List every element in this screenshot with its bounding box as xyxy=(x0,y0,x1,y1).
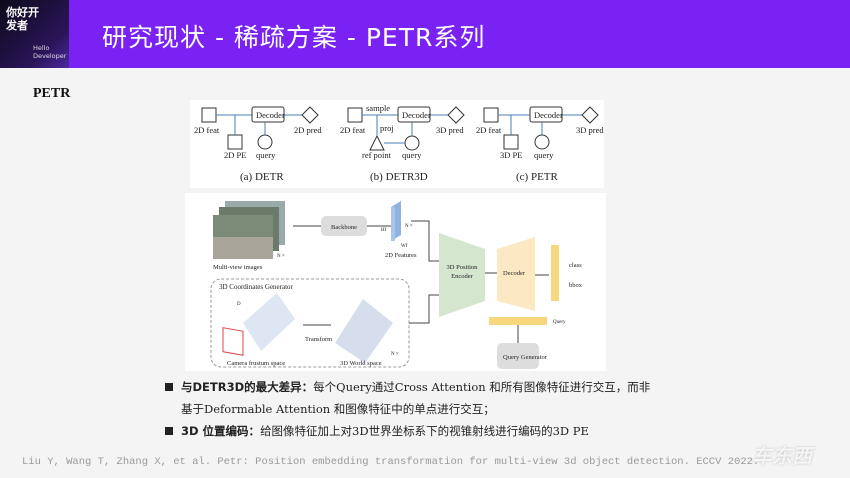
logo-cn: 你好开发者 xyxy=(6,6,39,32)
svg-text:Camera frustum space: Camera frustum space xyxy=(227,360,285,367)
svg-text:Transform: Transform xyxy=(305,336,332,343)
header-bar: 你好开发者 Hello Developer 研究现状 - 稀疏方案 - PETR… xyxy=(0,0,850,68)
svg-text:3D Coordinates Generator: 3D Coordinates Generator xyxy=(219,283,294,291)
multi-view-images xyxy=(213,201,285,259)
logo-en: Hello Developer xyxy=(33,44,67,60)
bullet-item: 3D 位置编码：给图像特征加上对3D世界坐标系下的视锥射线进行编码的3D PE xyxy=(165,423,589,439)
svg-text:Multi-view images: Multi-view images xyxy=(213,264,263,271)
svg-text:(b) DETR3D: (b) DETR3D xyxy=(370,171,428,183)
bullet-icon xyxy=(165,427,173,435)
logo: 你好开发者 Hello Developer xyxy=(0,0,69,68)
svg-text:N ×: N × xyxy=(277,254,285,259)
svg-text:2D feat: 2D feat xyxy=(340,125,366,135)
svg-text:Query Generator: Query Generator xyxy=(503,354,548,361)
svg-text:query: query xyxy=(402,150,422,160)
svg-text:N ×: N × xyxy=(391,352,399,357)
svg-text:3D pred: 3D pred xyxy=(436,125,464,135)
svg-text:(c) PETR: (c) PETR xyxy=(516,171,559,183)
caption: (a) DETR xyxy=(240,171,284,183)
svg-text:3D pred: 3D pred xyxy=(576,125,604,135)
citation: Liu Y, Wang T, Zhang X, et al. Petr: Pos… xyxy=(22,456,760,468)
svg-text:proj: proj xyxy=(380,123,394,133)
petr-diagram: 2D feat Decoder 3D pred 3D PE query (c) … xyxy=(476,106,604,183)
svg-text:query: query xyxy=(534,150,554,160)
label: 2D feat xyxy=(194,125,220,135)
svg-text:3D World space: 3D World space xyxy=(340,360,382,367)
svg-text:Decoder: Decoder xyxy=(402,110,431,120)
backbone-label: Backbone xyxy=(331,224,357,231)
bullet-icon xyxy=(165,383,173,391)
bullet-item-continuation: 基于Deformable Attention 和图像特征中的单点进行交互； xyxy=(181,402,495,416)
detr-diagram: 2D feat Decoder 2D pred 2D PE query (a) … xyxy=(194,106,322,183)
detr3d-diagram: 2D feat sample proj Decoder 3D pred ref … xyxy=(340,103,465,183)
bullet-item: 与DETR3D的最大差异：每个Query通过Cross Attention 和所… xyxy=(165,379,650,395)
page-title: 研究现状 - 稀疏方案 - PETR系列 xyxy=(102,23,486,52)
svg-text:query: query xyxy=(256,150,276,160)
svg-text:Decoder: Decoder xyxy=(503,270,526,277)
svg-text:2D pred: 2D pred xyxy=(294,125,322,135)
encoder-block xyxy=(439,233,485,317)
svg-text:2D Features: 2D Features xyxy=(385,252,417,259)
svg-text:D: D xyxy=(237,302,241,307)
svg-text:Decoder: Decoder xyxy=(534,110,563,120)
svg-text:Decoder: Decoder xyxy=(256,110,285,120)
svg-text:Query: Query xyxy=(553,320,566,325)
svg-text:Hf: Hf xyxy=(381,228,387,233)
svg-text:2D feat: 2D feat xyxy=(476,125,502,135)
svg-text:bbox: bbox xyxy=(569,282,583,289)
svg-text:ref point: ref point xyxy=(362,150,392,160)
svg-text:class: class xyxy=(569,262,582,269)
svg-text:N ×: N × xyxy=(405,224,413,229)
encoder-label: 3D Position Encoder xyxy=(446,264,478,280)
watermark: 车东西 xyxy=(752,444,812,468)
petr-pipeline-figure: Multi-view images N × Backbone Hf Wf N ×… xyxy=(185,193,606,371)
section-title: PETR xyxy=(33,86,71,101)
svg-text:sample: sample xyxy=(366,103,390,113)
svg-text:Wf: Wf xyxy=(401,244,408,249)
svg-text:2D PE: 2D PE xyxy=(224,150,246,160)
svg-text:3D PE: 3D PE xyxy=(500,150,522,160)
architecture-comparison-figure: 2D feat Decoder 2D pred 2D PE query (a) … xyxy=(190,100,604,188)
